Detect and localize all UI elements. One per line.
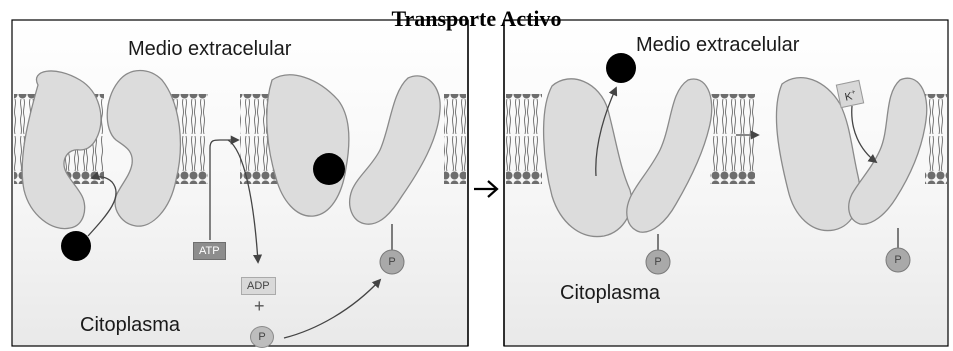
k-ion-square-icon: K+: [836, 80, 864, 108]
free-phosphate: P: [250, 326, 274, 348]
plus-sign: +: [254, 296, 265, 317]
free-phosphate-label: P: [252, 327, 272, 347]
atp-badge: ATP: [193, 242, 226, 260]
phosphate-label-1: P: [382, 252, 402, 272]
medio-extracelular-left-label: Medio extracelular: [128, 38, 291, 61]
sodium-ion-2: [313, 153, 345, 185]
citoplasma-right-label: Citoplasma: [560, 282, 660, 305]
citoplasma-left-label: Citoplasma: [80, 314, 180, 337]
arrow-right-icon: [474, 181, 497, 197]
adp-badge: ADP: [241, 277, 276, 295]
phosphate-label-4: P: [888, 250, 908, 270]
medio-extracelular-right-label: Medio extracelular: [636, 34, 799, 57]
sodium-ion-1: [61, 231, 91, 261]
potassium-charge: +: [851, 89, 856, 97]
phosphate-label-3: P: [648, 252, 668, 272]
diagram-title: Transporte Activo: [0, 6, 953, 32]
sodium-ion-3: [606, 53, 636, 83]
